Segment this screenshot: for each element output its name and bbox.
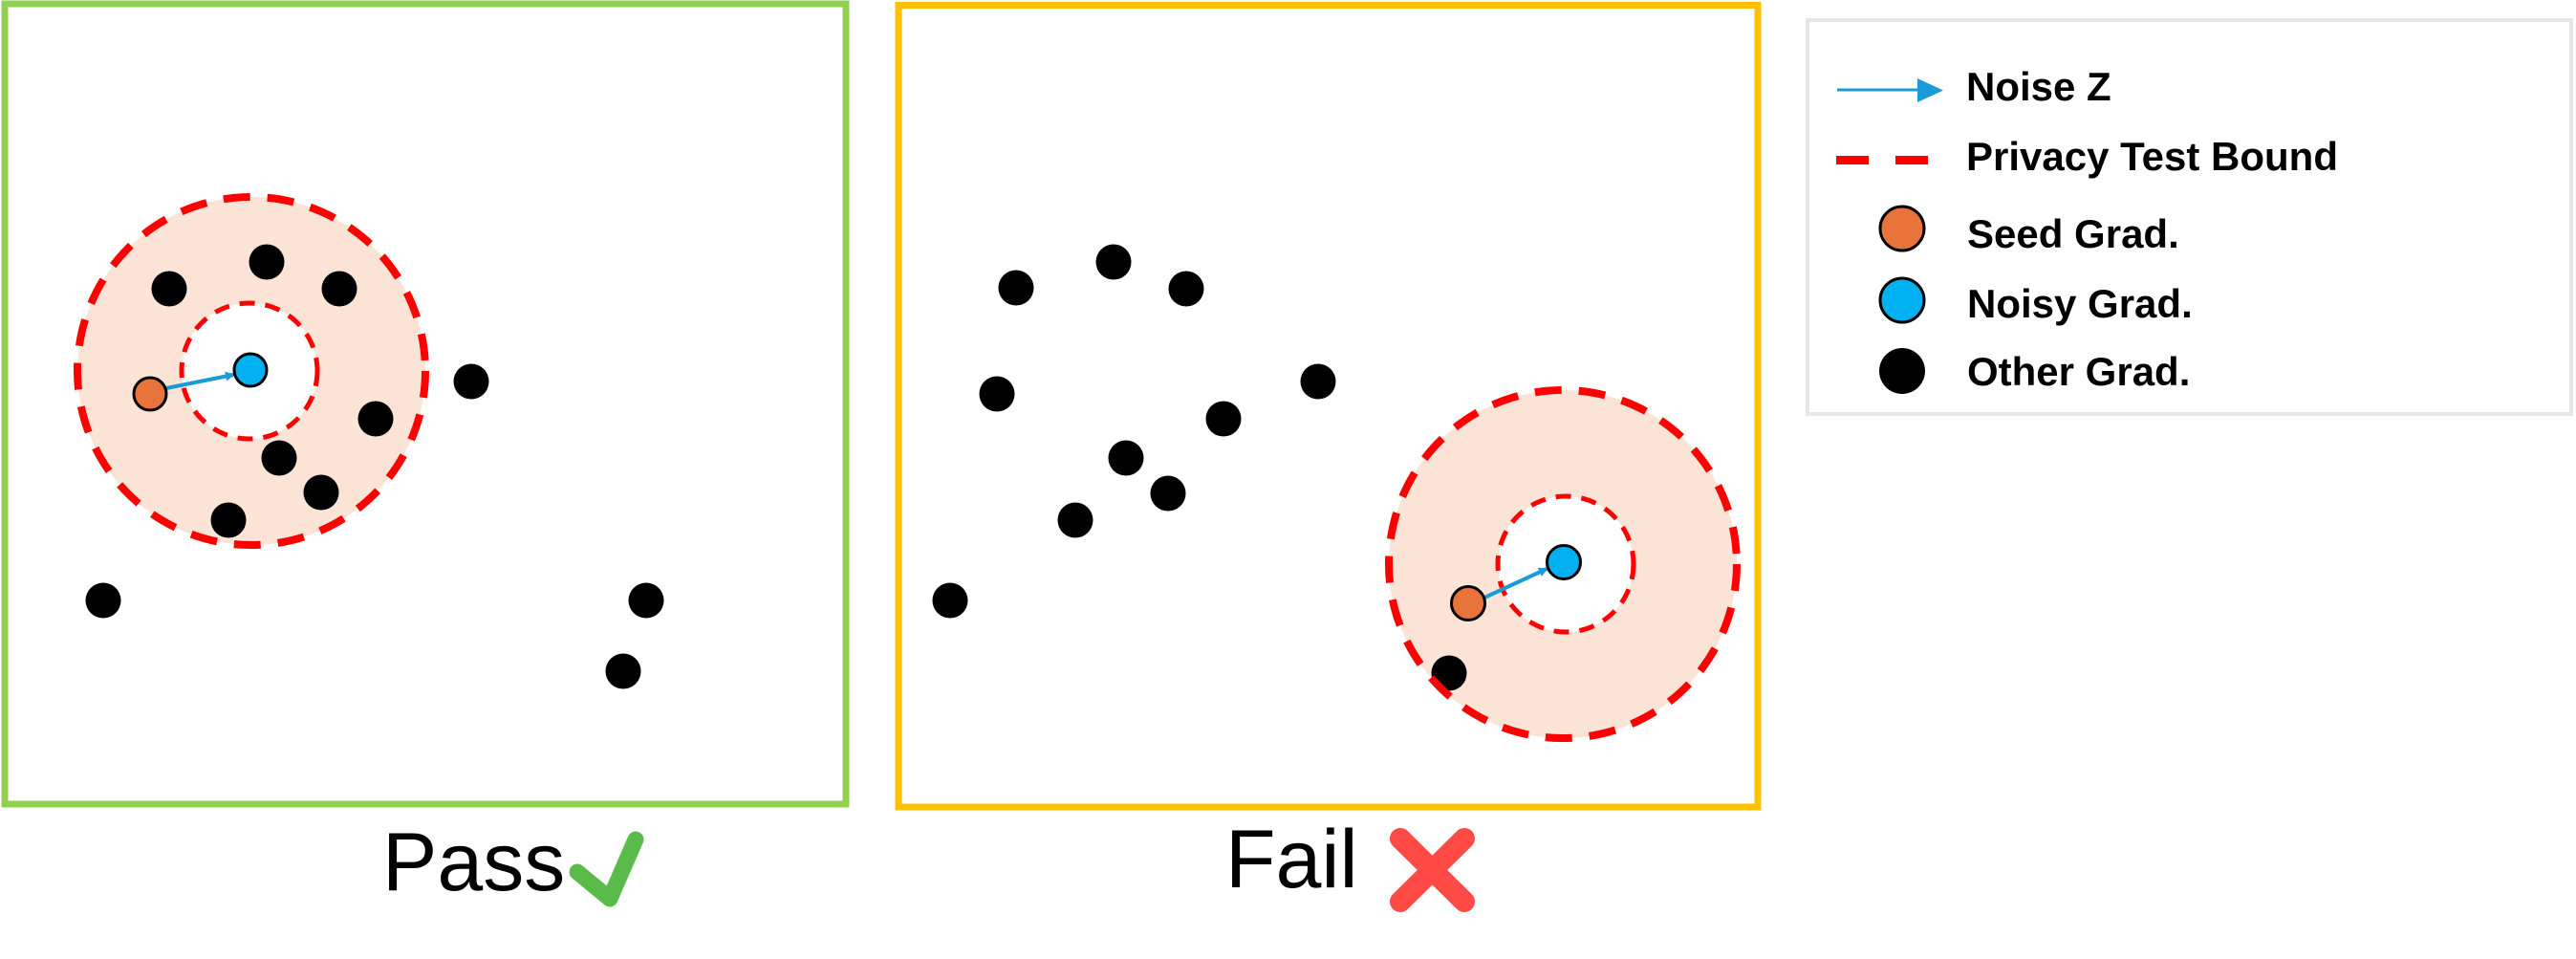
other-grad-dot [1057,502,1093,538]
legend-label-other: Other Grad. [1967,349,2190,394]
fail-panel [895,2,1762,811]
other-grad-dot [453,363,489,400]
other-grad-dot [261,440,297,476]
other-grad-dot [979,376,1015,412]
seed-grad-dot [132,376,168,412]
legend-item-privacy-bound: Privacy Test Bound [1836,134,2338,179]
other-grad-dot [151,271,187,307]
inner-bound-dashed-circle [179,300,320,442]
outer-bound-dashed-circle [1385,386,1741,742]
other-grad-dot [998,270,1034,306]
cross-icon [1390,828,1475,912]
noise-arrow [165,371,235,390]
other-grad-dot [1150,475,1186,512]
other-grad-dot [628,582,664,619]
black-circle-icon [1879,348,1925,394]
legend-item-noise: Noise Z [1837,64,2111,109]
other-grad-dot [1205,401,1242,437]
legend-item-other: Other Grad. [1879,348,2190,394]
other-grad-dot [605,653,641,689]
other-grad-dot [1095,244,1132,280]
legend-label-seed: Seed Grad. [1967,211,2179,256]
noisy-grad-dot [232,352,269,388]
orange-circle-icon [1878,205,1926,252]
fail-label: Fail [1225,814,1358,905]
outer-bound-dashed-circle [74,193,429,549]
arrowhead-icon [1917,78,1943,102]
other-grad-dot [210,502,247,538]
fail-privacy-bound-outline [1385,386,1741,742]
noise-arrow [1483,567,1548,599]
other-grad-dot [1300,363,1336,400]
legend-label-noise: Noise Z [1966,64,2111,109]
dash-icon [1836,156,1869,164]
other-grad-dot [85,582,121,619]
pass-panel [1,0,850,808]
inner-bound-dashed-circle [1495,493,1636,635]
other-grad-dot [321,271,357,307]
other-grad-dot [357,401,394,437]
other-grad-dot [1431,655,1467,691]
other-grad-dot [1108,440,1144,476]
pass-other-grads [85,244,664,689]
legend-item-seed: Seed Grad. [1878,205,2179,256]
other-grad-dot [249,244,285,280]
noisy-grad-dot [1546,544,1582,580]
legend-item-noisy: Noisy Grad. [1878,276,2193,326]
dash-icon [1895,156,1928,164]
legend-box [1806,18,2573,416]
legend-label-noisy: Noisy Grad. [1967,281,2193,326]
seed-grad-dot [1450,585,1486,621]
check-icon [569,831,644,907]
other-grad-dot [303,474,339,511]
pass-label: Pass [382,817,565,908]
blue-circle-icon [1878,276,1926,324]
legend: Noise Z Privacy Test Bound Seed Grad. No… [1806,18,2573,416]
fail-other-grads [932,244,1467,691]
other-grad-dot [1168,271,1204,307]
legend-label-privacy-bound: Privacy Test Bound [1966,134,2338,179]
other-grad-dot [932,582,968,619]
